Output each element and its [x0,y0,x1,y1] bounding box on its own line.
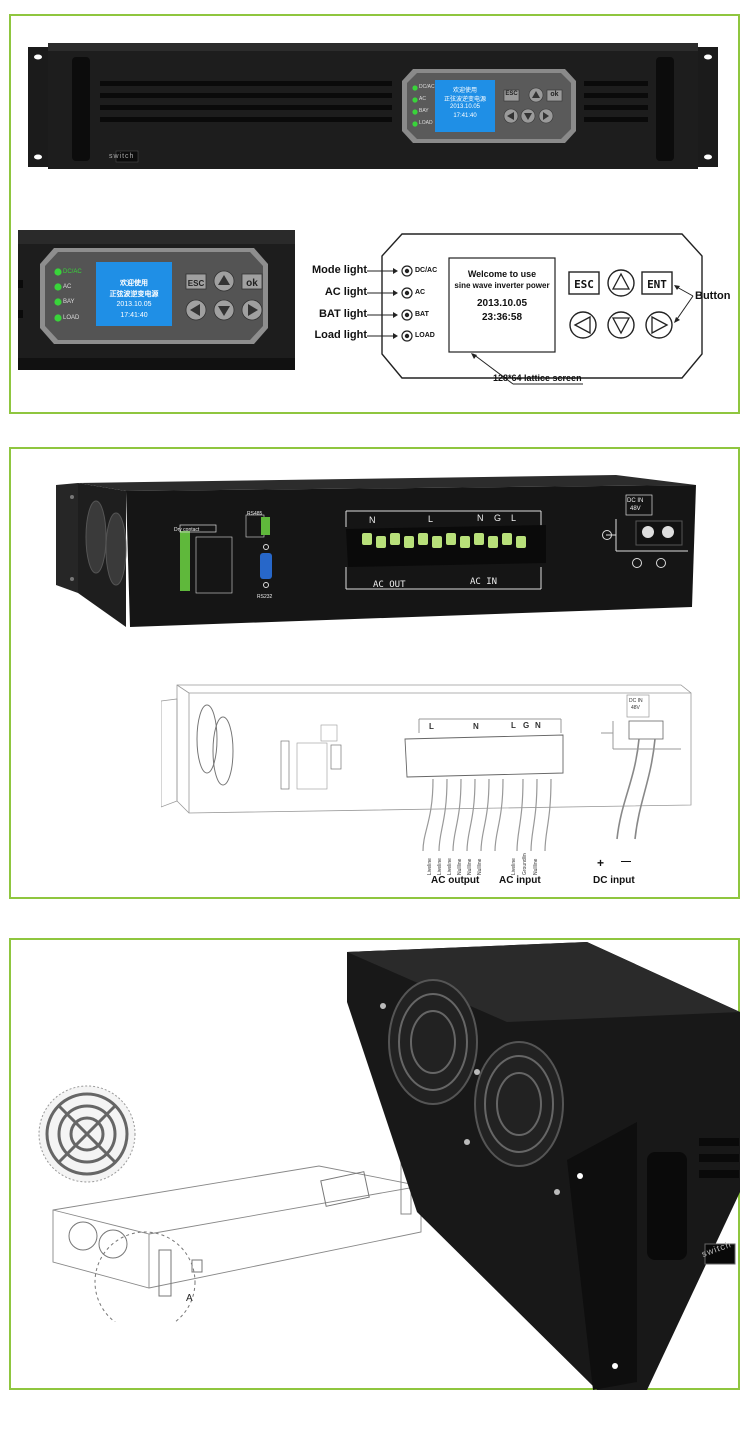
terminal-slot [474,533,484,545]
zoom-led-label-load: LOAD [63,315,80,321]
terminal-slot [418,533,428,545]
diagram-screen-line2: sine wave inverter power [454,281,550,290]
wire-label: Groundline [522,853,528,875]
wire-label: Liveline [447,858,453,875]
panel-diagram [367,233,703,385]
sketch-top-n2: N [535,721,541,730]
front-esc-label: ESC [505,91,518,97]
front-rack-unit [28,43,718,169]
front-led-label-dcac: DC/AC [419,84,435,90]
diagram-label-mode: Mode light [312,264,367,276]
wire-label: Nullline [533,858,539,875]
rear-label-dc-in: DC IN [627,498,644,504]
panel-front-view: DC/AC AC BAY LOAD 欢迎使用 正弦波逆变电源 2013.10.0… [9,14,740,414]
diagram-led-load: LOAD [415,332,435,339]
detail-label-a: A [186,1293,193,1304]
wire-label: Liveline [427,858,433,875]
wire-label: Nullline [477,858,483,875]
wire-label: Liveline [511,858,517,875]
terminal-slot [404,536,414,548]
zoom-led-label-dcac: DC/AC [63,269,82,275]
zoomed-panel-photo [18,230,295,370]
wire-label: Liveline [437,858,443,875]
diagram-ent-label: ENT [647,278,667,291]
sketch-ac-input: AC input [499,875,541,886]
terminal-slot [516,536,526,548]
diagram-label-bat: BAT light [318,308,367,320]
rear-label-g: G [494,513,502,523]
rear-label-ac-in: AC IN [470,577,498,587]
rear-label-l1: L [428,514,434,524]
sketch-top-l2: L [511,721,516,730]
terminal-slot [502,533,512,545]
sketch-48v: 48V [631,705,640,711]
diagram-screen-date: 2013.10.05 [476,298,528,309]
rear-label-rs232: RS232 [257,594,273,600]
zoom-led-label-bay: BAY [63,299,75,305]
sketch-top-l1: L [429,722,434,731]
sketch-dc-input: DC input [593,875,635,886]
rear-label-n1: N [369,515,376,525]
zoom-led-label-ac: AC [63,284,72,290]
rear-label-n2: N [477,513,484,523]
panel-rear-view: N L N G L AC OUT AC IN DC IN 48V Dry con… [9,447,740,899]
front-lcd-line1: 欢迎使用 [452,88,477,94]
rear-sketch [161,684,692,852]
diagram-button-label: Button [695,290,731,302]
sketch-top-n1: N [473,722,479,731]
wire-label: Nullline [467,858,473,875]
zoom-ok-label: ok [246,278,258,289]
terminal-slot [362,533,372,545]
diagram-screen-line1: Welcome to use [467,269,537,279]
front-lcd-time: 17:41:40 [453,113,477,119]
ac-terminal-slots [354,529,540,559]
diagram-label-load: Load light [314,329,367,341]
zoom-lcd-date: 2013.10.05 [116,301,152,308]
diagram-screen-time: 23:36:58 [481,312,523,323]
zoom-esc-label: ESC [187,279,205,288]
terminal-slot [460,536,470,548]
panel-fan-view: A switch [9,938,740,1390]
zoom-lcd-line2: 正弦波逆变电源 [109,291,159,298]
diagram-led-ac: AC [415,289,426,296]
rear-label-dry-contact: Dry contact [174,527,200,533]
diagram-esc-label: ESC [574,278,594,291]
fan-photo [347,942,740,1390]
terminal-slot [376,536,386,548]
front-led-label-ac: AC [419,96,426,102]
rear-label-ac-out: AC OUT [373,580,406,590]
front-led-label-bay: BAY [419,108,429,114]
diagram-led-dcac: DC/AC [415,267,438,274]
sketch-dc-minus: — [621,856,631,867]
diagram-screen-caption: 128*64 lattice screen [493,373,582,383]
diagram-led-bat: BAT [415,311,429,318]
front-lcd-line2: 正弦波逆变电源 [443,97,486,103]
sketch-top-g: G [523,721,530,730]
sketch-dc-in: DC IN [629,698,643,704]
terminal-slot [446,533,456,545]
terminal-slot [432,536,442,548]
diagram-label-ac: AC light [324,286,367,298]
zoom-lcd-time: 17:41:40 [120,312,148,319]
sketch-ac-output: AC output [431,875,480,886]
rear-photo [56,475,696,627]
terminal-slot [488,536,498,548]
front-switch-label: switch [109,153,135,160]
rear-label-l2: L [511,513,517,523]
front-ok-label: ok [550,91,559,98]
zoom-lcd-line1: 欢迎使用 [120,280,148,287]
front-lcd-date: 2013.10.05 [449,104,481,110]
sketch-dc-plus: + [597,856,605,870]
rear-label-rs485: RS485 [247,511,263,517]
rear-label-48v: 48V [630,506,641,512]
terminal-slot [390,533,400,545]
front-led-label-load: LOAD [419,120,433,126]
fan-sketch [38,1085,422,1322]
wire-label: Nullline [457,858,463,875]
